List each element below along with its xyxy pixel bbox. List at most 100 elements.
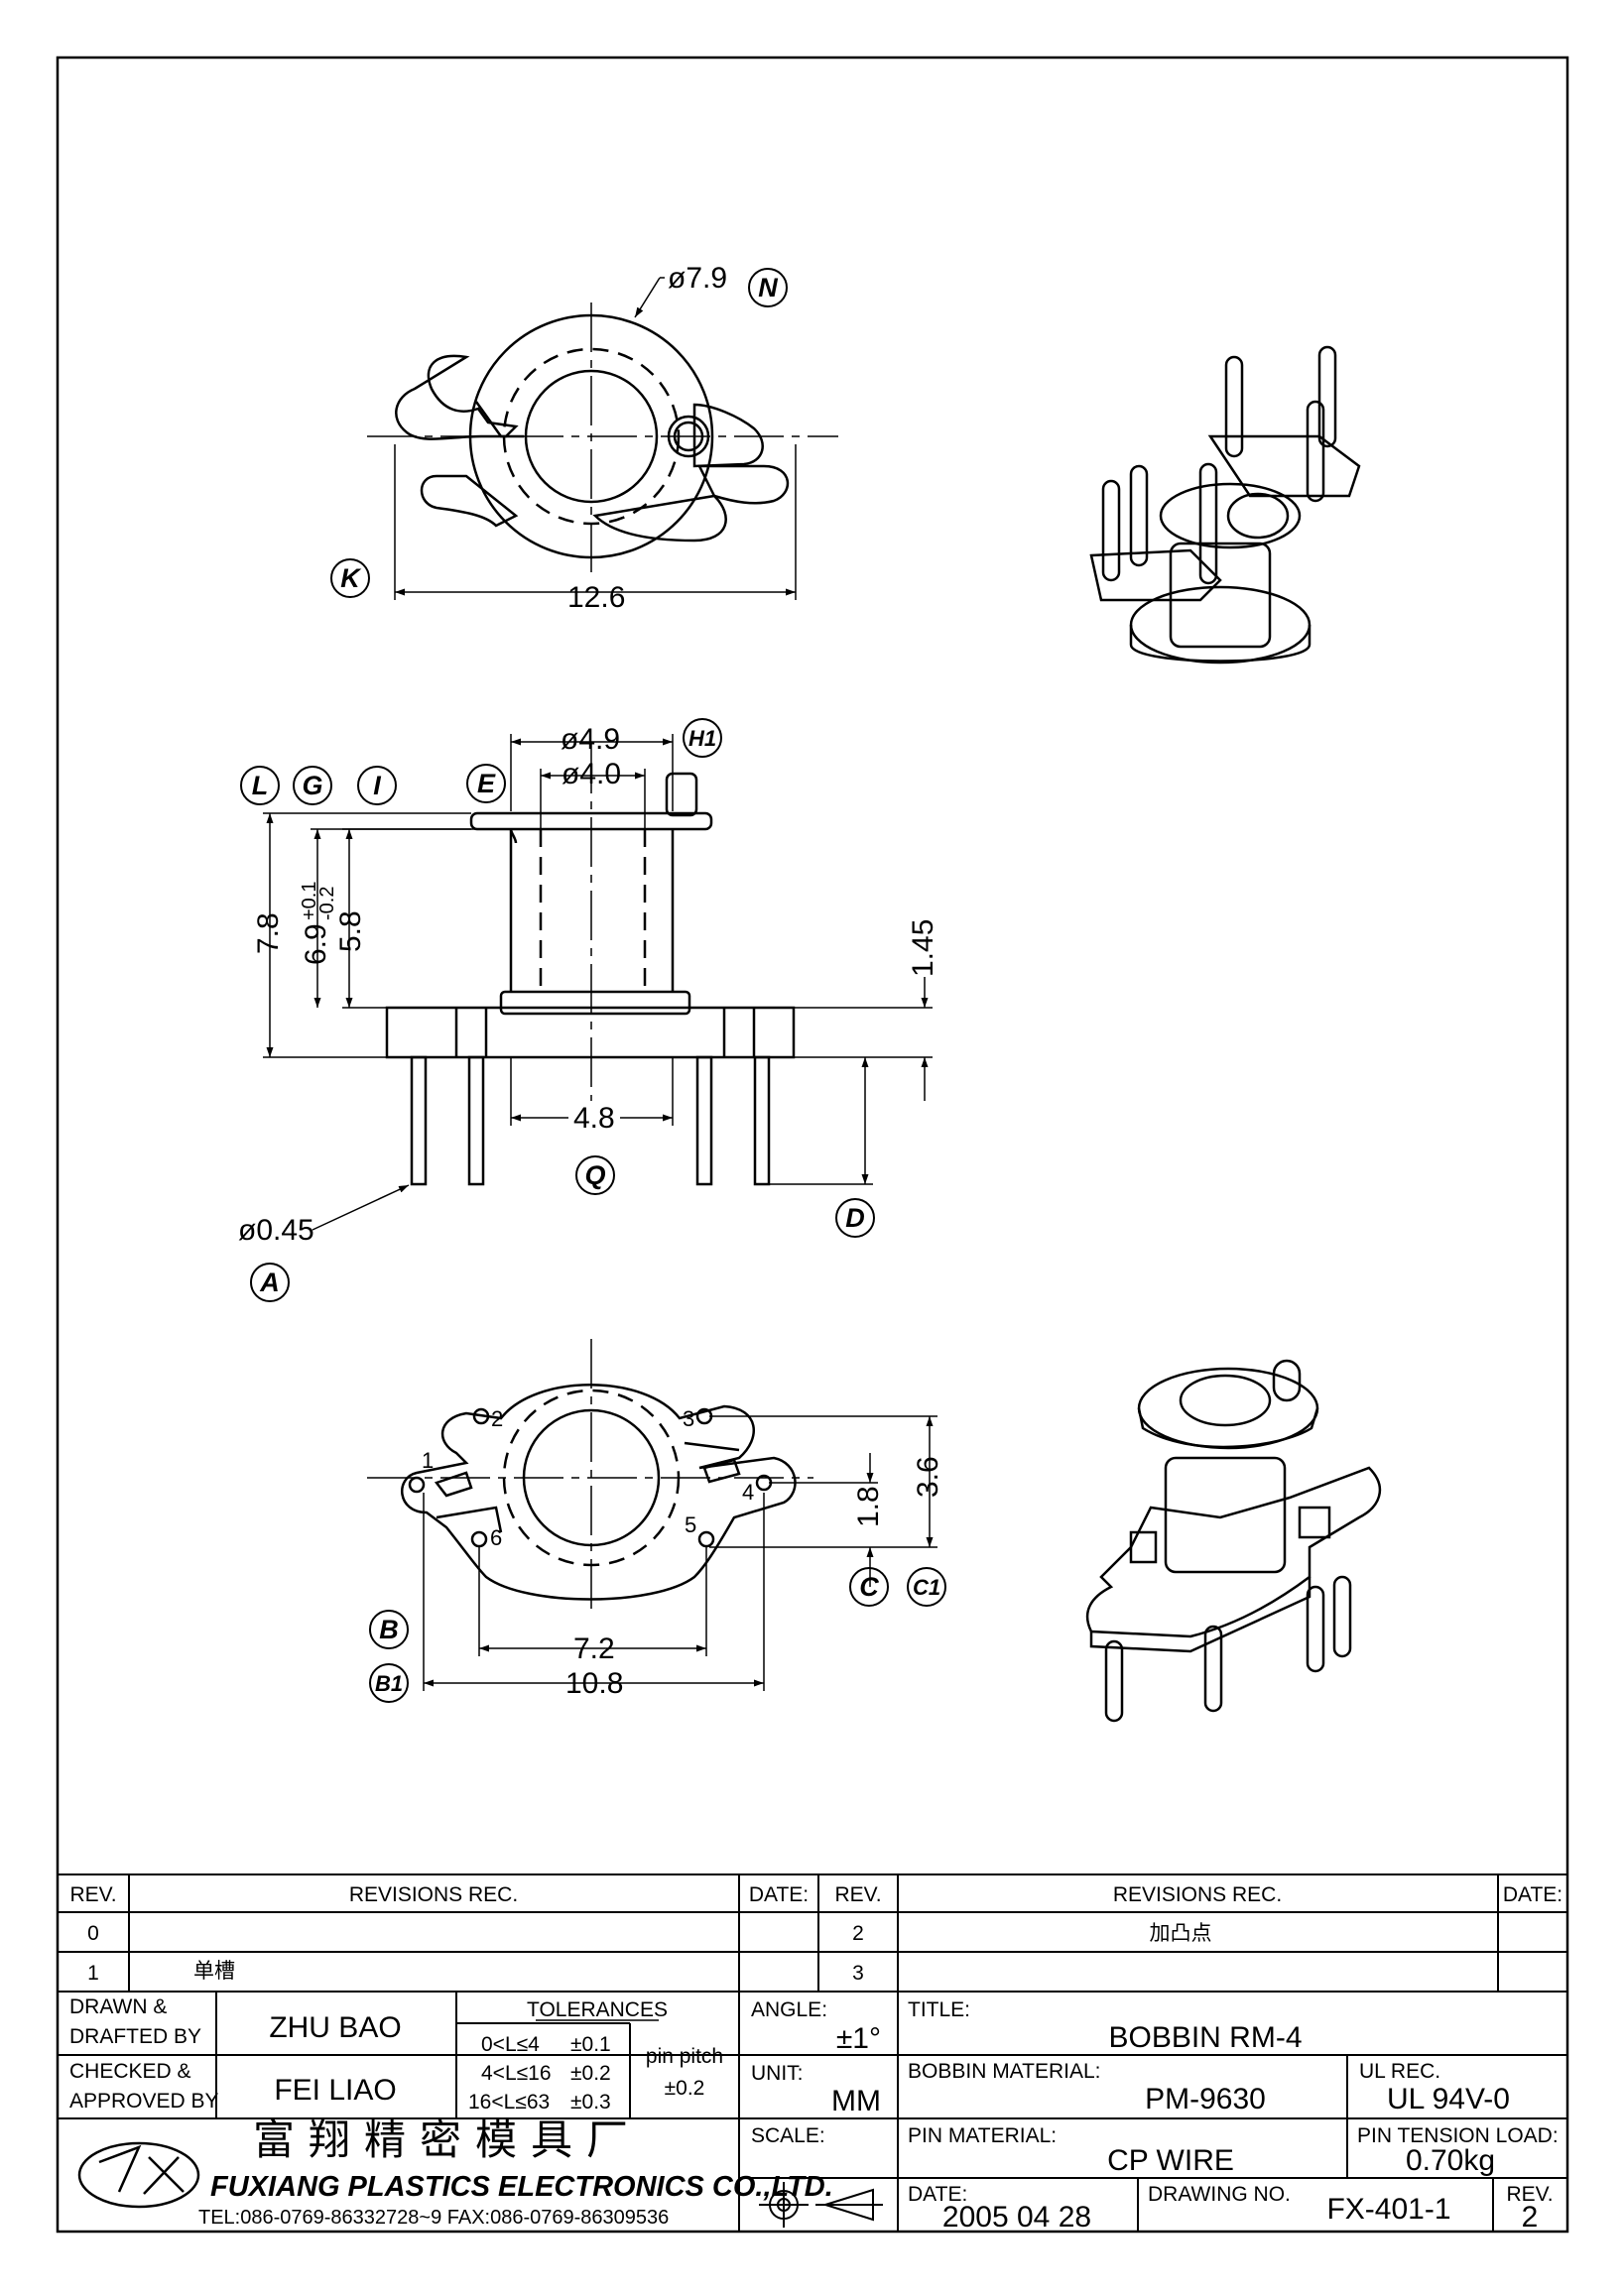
drawn-label-2: DRAFTED BY [69, 2025, 201, 2048]
company-contact: TEL:086-0769-86332728~9 FAX:086-0769-863… [198, 2207, 669, 2229]
callout-G: G [293, 766, 332, 805]
title-label: TITLE: [908, 1998, 970, 2021]
pin-pitch-label: pin pitch [646, 2045, 723, 2068]
tol-value-1: ±0.1 [570, 2033, 611, 2056]
svg-text:K: K [340, 563, 362, 593]
scale-label: SCALE: [751, 2124, 825, 2147]
dim-base: 1.45 [907, 919, 939, 977]
ul-label: UL REC. [1359, 2060, 1440, 2083]
pin-number-4: 4 [742, 1480, 754, 1505]
tol-range-2: 4<L≤16 [481, 2062, 552, 2085]
svg-text:B: B [379, 1615, 399, 1644]
rev-row-0: 0 [87, 1922, 99, 1945]
svg-text:L: L [252, 771, 269, 800]
dim-pin-gap: 4.8 [573, 1102, 615, 1135]
dim-pitch-v: 1.8 [852, 1486, 885, 1527]
tension-value: 0.70kg [1406, 2144, 1495, 2177]
rev-row-2: 2 [852, 1922, 864, 1945]
rev-row-3: 3 [852, 1962, 864, 1985]
callout-I: I [357, 766, 397, 805]
revisions-table [58, 1873, 1567, 1993]
bobbin-material-value: PM-9630 [1145, 2083, 1266, 2115]
pin-hole-2 [472, 1407, 490, 1425]
angle-value: ±1° [836, 2022, 881, 2055]
pin-number-6: 6 [490, 1525, 502, 1550]
revisions-header-right: REVISIONS REC. [1113, 1883, 1282, 1906]
date-value: 2005 04 28 [942, 2201, 1091, 2234]
date-label: DATE: [908, 2183, 967, 2206]
rev-header-right: REV. [834, 1883, 881, 1906]
dim-total: 10.8 [565, 1667, 623, 1700]
unit-value: MM [831, 2085, 881, 2117]
svg-text:N: N [758, 273, 778, 302]
drawn-by-value: ZHU BAO [269, 2011, 401, 2044]
svg-text:C1: C1 [913, 1575, 940, 1600]
callout-Q: Q [575, 1155, 615, 1195]
dim-height-winding: 6.9 [300, 923, 332, 965]
bottom-view [367, 1339, 813, 1617]
svg-text:G: G [302, 771, 322, 800]
dim-row: 3.6 [912, 1456, 944, 1498]
svg-text:H1: H1 [688, 726, 716, 751]
company-english-name: FUXIANG PLASTICS ELECTRONICS CO.,LTD. [210, 2171, 833, 2203]
pin-material-label: PIN MATERIAL: [908, 2124, 1057, 2147]
rev-row-1-note: 单槽 [193, 1960, 235, 1983]
bobbin-material-label: BOBBIN MATERIAL: [908, 2060, 1101, 2083]
drawing-no-label: DRAWING NO. [1148, 2183, 1291, 2206]
pin-hole-1 [408, 1476, 426, 1494]
callout-A: A [250, 1263, 290, 1302]
pin-number-3: 3 [683, 1406, 694, 1431]
svg-text:I: I [373, 771, 381, 800]
callout-B: B [369, 1610, 409, 1649]
callout-B1: B1 [369, 1663, 409, 1703]
side-view [385, 744, 796, 1186]
tol-range-1: 0<L≤4 [481, 2033, 540, 2056]
pin-number-5: 5 [685, 1512, 696, 1537]
svg-text:Q: Q [584, 1160, 605, 1190]
pin-hole-6 [470, 1530, 488, 1548]
projection-symbol-icon [739, 2177, 898, 2228]
sheet-border [56, 56, 1569, 2234]
svg-text:C: C [859, 1572, 879, 1602]
rev-row-2-note: 加凸点 [1150, 1922, 1212, 1945]
dim-outer-dia: ø7.9 [668, 262, 727, 295]
title-block-grid [58, 1992, 1567, 2232]
callout-H1: H1 [683, 718, 722, 758]
svg-text:A: A [259, 1268, 280, 1297]
pin-hole-5 [697, 1530, 715, 1548]
tension-label: PIN TENSION LOAD: [1357, 2124, 1559, 2147]
pin-pitch-tol: ±0.2 [665, 2077, 705, 2100]
iso-view-top [1089, 345, 1361, 665]
date-header-left: DATE: [749, 1883, 809, 1906]
dim-height-inner: 5.8 [334, 910, 367, 952]
callout-L: L [240, 766, 280, 805]
drawing-no-value: FX-401-1 [1326, 2193, 1450, 2226]
pin-material-value: CP WIRE [1107, 2144, 1234, 2177]
rev-row-1: 1 [87, 1962, 99, 1985]
callout-N: N [748, 268, 788, 307]
drawn-label-1: DRAWN & [69, 1995, 167, 2018]
top-view [367, 277, 838, 600]
dim-width: 12.6 [567, 581, 625, 614]
callout-E: E [466, 764, 506, 803]
company-logo [77, 2141, 200, 2209]
dim-height-total: 7.8 [252, 912, 285, 954]
checked-label-1: CHECKED & [69, 2060, 191, 2083]
dim-core-dia: ø4.0 [562, 758, 621, 790]
callout-C: C [849, 1567, 889, 1607]
dim-flange-dia: ø4.9 [561, 723, 620, 756]
tol-upper: +0.1 [299, 882, 320, 920]
tolerances-header: TOLERANCES [527, 1998, 668, 2021]
unit-label: UNIT: [751, 2062, 804, 2085]
title-value: BOBBIN RM-4 [1108, 2021, 1302, 2054]
tol-range-3: 16<L≤63 [468, 2091, 550, 2114]
pin-number-2: 2 [491, 1406, 503, 1431]
tol-value-2: ±0.2 [570, 2062, 611, 2085]
company-chinese-name: 富翔精密模具厂 [253, 2116, 642, 2163]
checked-label-2: APPROVED BY [69, 2090, 219, 2113]
side-view-dimensions [263, 734, 933, 1231]
svg-text:E: E [477, 769, 496, 798]
bottom-view-dimensions [423, 1415, 937, 1691]
ul-value: UL 94V-0 [1387, 2083, 1510, 2115]
